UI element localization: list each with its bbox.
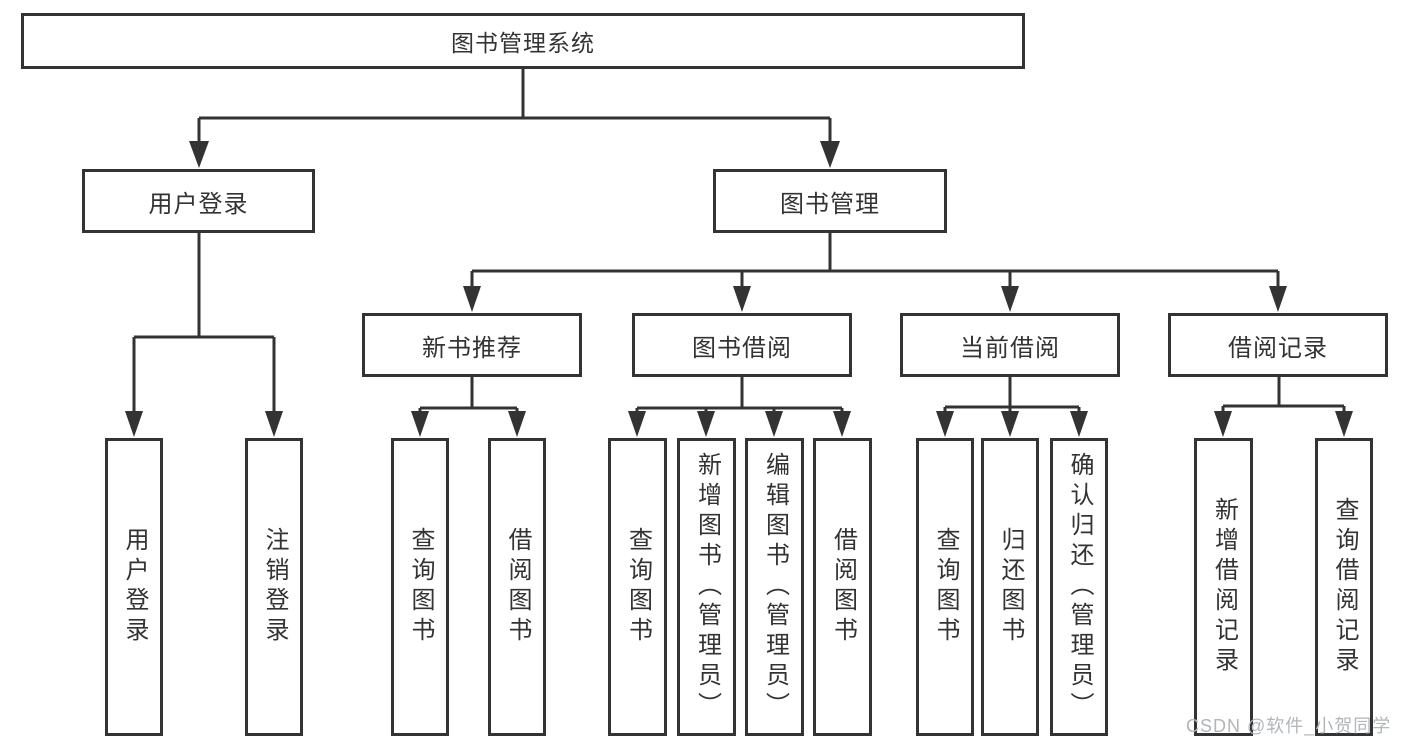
node-new-book-recommend: 新书推荐	[362, 313, 582, 377]
node-user-login-label: 用户登录	[148, 190, 249, 218]
node-borrow-records-label: 借阅记录	[1228, 334, 1328, 362]
leaf-borrow-books-recommend: 借阅图书	[488, 438, 546, 736]
node-book-borrow: 图书借阅	[632, 313, 852, 377]
leaf-add-book-admin: 新增图书（管理员）	[677, 438, 736, 736]
leaf-borrow-books: 借阅图书	[813, 438, 872, 736]
leaf-add-borrow-record-label: 新增借阅记录	[1210, 497, 1238, 677]
node-user-login: 用户登录	[82, 169, 315, 233]
node-current-borrow: 当前借阅	[900, 313, 1120, 377]
leaf-borrow-books-recommend-label: 借阅图书	[504, 527, 531, 647]
edges-current-borrow-to-leaves	[936, 376, 1088, 437]
node-root: 图书管理系统	[21, 13, 1025, 69]
leaf-query-books-recommend-label: 查询图书	[407, 527, 434, 647]
edges-user-login-to-leaves	[125, 233, 283, 437]
leaf-query-books-borrow: 查询图书	[608, 438, 667, 736]
leaf-query-books-current: 查询图书	[916, 438, 974, 736]
node-book-management: 图书管理	[713, 169, 947, 233]
leaf-return-book-label: 归还图书	[997, 527, 1024, 647]
leaf-query-books-current-label: 查询图书	[932, 527, 959, 647]
leaf-confirm-return-admin-label: 确认归还（管理员）	[1066, 452, 1093, 722]
leaf-query-books-recommend: 查询图书	[391, 438, 449, 736]
leaf-user-login: 用户登录	[105, 438, 163, 736]
node-book-management-label: 图书管理	[780, 190, 880, 218]
leaf-add-book-admin-label: 新增图书（管理员）	[693, 452, 721, 722]
leaf-edit-book-admin: 编辑图书（管理员）	[745, 438, 804, 736]
node-borrow-records: 借阅记录	[1168, 313, 1388, 377]
edges-root-to-level2	[189, 68, 840, 168]
leaf-query-borrow-record-label: 查询借阅记录	[1331, 497, 1358, 677]
edges-book-borrow-to-leaves	[628, 376, 851, 437]
leaf-edit-book-admin-label: 编辑图书（管理员）	[761, 452, 789, 722]
node-root-label: 图书管理系统	[451, 30, 595, 56]
leaf-borrow-books-label: 借阅图书	[829, 527, 857, 647]
leaf-return-book: 归还图书	[981, 438, 1039, 736]
leaf-query-borrow-record: 查询借阅记录	[1315, 438, 1373, 736]
node-book-borrow-label: 图书借阅	[692, 334, 792, 362]
node-current-borrow-label: 当前借阅	[960, 334, 1060, 362]
node-new-book-recommend-label: 新书推荐	[422, 334, 522, 362]
edges-borrow-records-to-leaves	[1214, 376, 1353, 437]
leaf-logout: 注销登录	[245, 438, 303, 736]
leaf-user-login-label: 用户登录	[121, 527, 148, 647]
leaf-logout-label: 注销登录	[261, 527, 288, 647]
csdn-watermark: CSDN @软件_小贺同学	[1186, 716, 1392, 736]
leaf-confirm-return-admin: 确认归还（管理员）	[1050, 438, 1108, 736]
edges-book-management-to-level3	[463, 233, 1287, 312]
leaf-query-books-borrow-label: 查询图书	[624, 527, 652, 647]
edges-new-book-recommend-to-leaves	[411, 376, 526, 437]
leaf-add-borrow-record: 新增借阅记录	[1194, 438, 1253, 736]
